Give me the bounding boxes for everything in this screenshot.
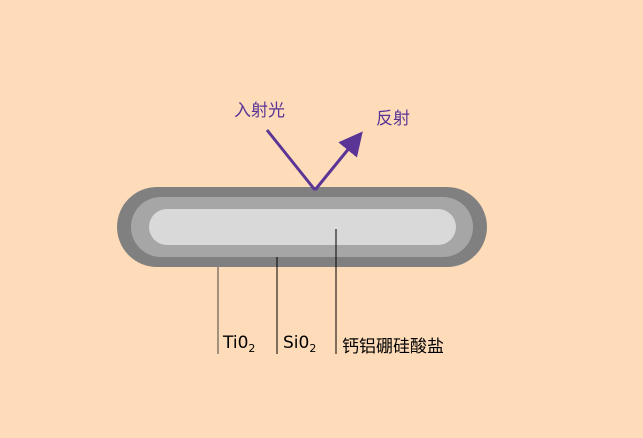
sio2-subscript: 2 — [309, 342, 317, 355]
tio2-label: Ti02 — [223, 333, 255, 355]
sio2-text: Si0 — [283, 333, 310, 353]
tio2-text: Ti0 — [223, 333, 249, 353]
sio2-label: Si02 — [283, 333, 316, 355]
reflection-label: 反射 — [376, 109, 410, 129]
core-label: 钙铝硼硅酸盐 — [342, 337, 444, 357]
reflected-ray-arrow — [313, 131, 363, 191]
core-substrate — [149, 209, 456, 245]
tio2-subscript: 2 — [248, 342, 256, 355]
incident-light-label: 入射光 — [234, 101, 285, 121]
incident-ray — [265, 129, 317, 191]
